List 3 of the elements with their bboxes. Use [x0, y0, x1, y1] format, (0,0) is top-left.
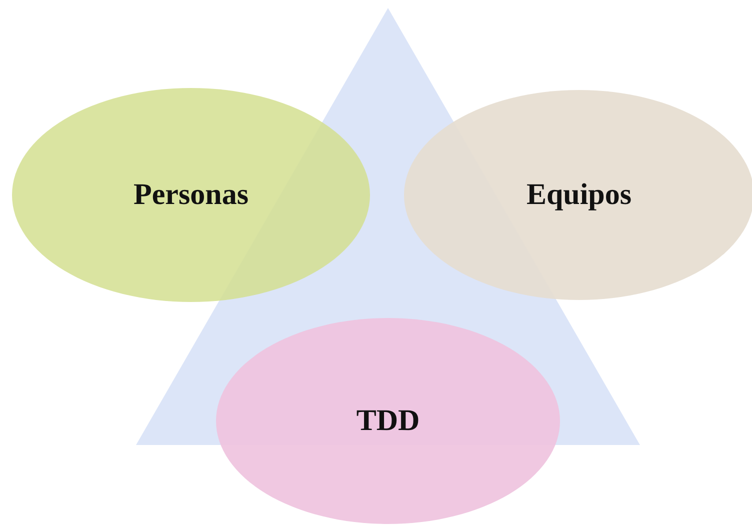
node-label: TDD: [356, 404, 420, 437]
node-label: Personas: [134, 178, 248, 211]
node-label: Equipos: [526, 178, 632, 211]
